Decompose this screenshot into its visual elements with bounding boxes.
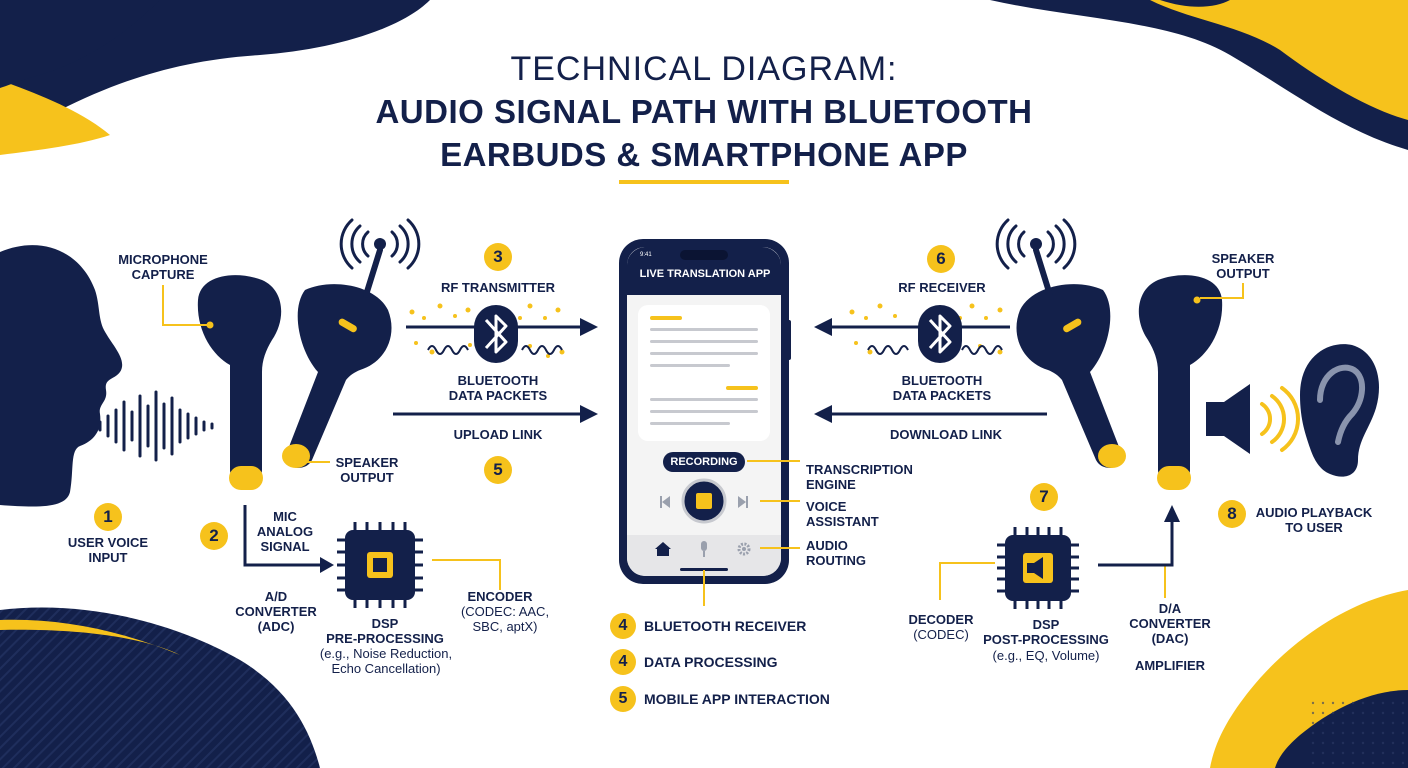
legend-item-data-processing: 4 DATA PROCESSING bbox=[610, 649, 778, 675]
play-next-icon bbox=[738, 496, 748, 508]
play-prev-icon bbox=[660, 496, 670, 508]
legend-item-bluetooth-receiver: 4 BLUETOOTH RECEIVER bbox=[610, 613, 806, 639]
mic-icon bbox=[701, 541, 707, 557]
badge-3: 3 bbox=[484, 243, 512, 271]
ear-icon bbox=[1300, 344, 1379, 477]
audio-playback-label: AUDIO PLAYBACK TO USER bbox=[1255, 505, 1373, 535]
bluetooth-icon bbox=[918, 305, 962, 363]
download-link-arrow bbox=[814, 405, 1047, 423]
mic-analog-signal-label: MIC ANALOG SIGNAL bbox=[256, 509, 314, 554]
dac-output-arrow bbox=[1098, 505, 1180, 567]
recording-button[interactable]: RECORDING bbox=[663, 452, 745, 472]
leader-lines-left bbox=[162, 285, 501, 590]
dsp-post-processing-label: DSP POST-PROCESSING bbox=[983, 617, 1109, 647]
legend-badge: 5 bbox=[610, 686, 636, 712]
app-title: LIVE TRANSLATION APP bbox=[639, 268, 771, 280]
badge-2: 2 bbox=[200, 522, 228, 550]
user-voice-input-label: USER VOICE INPUT bbox=[67, 535, 149, 565]
rf-receiver-label: RF RECEIVER bbox=[898, 280, 986, 295]
amplifier-label: AMPLIFIER bbox=[1134, 658, 1206, 673]
bluetooth-icon bbox=[474, 305, 518, 363]
earbud-icon bbox=[282, 218, 421, 468]
gear-icon bbox=[737, 542, 751, 556]
title-line-1: TECHNICAL DIAGRAM: bbox=[510, 50, 898, 88]
upload-link-arrow bbox=[393, 405, 598, 423]
legend-label: DATA PROCESSING bbox=[644, 654, 778, 670]
leader-lines-phone bbox=[703, 460, 800, 606]
rf-transmitter-label: RF TRANSMITTER bbox=[440, 280, 556, 295]
legend-label: BLUETOOTH RECEIVER bbox=[644, 618, 807, 634]
title-underline bbox=[619, 180, 789, 184]
microphone-capture-label: MICROPHONE CAPTURE bbox=[118, 252, 208, 282]
encoder-detail: (CODEC: AAC, SBC, aptX) bbox=[460, 604, 550, 634]
decoder-label: DECODER bbox=[908, 612, 974, 627]
legend-label: MOBILE APP INTERACTION bbox=[644, 691, 830, 707]
download-bluetooth-packets bbox=[814, 303, 1010, 363]
earbud-icon bbox=[1138, 275, 1223, 490]
legend-item-mobile-app-interaction: 5 MOBILE APP INTERACTION bbox=[610, 686, 830, 712]
decor-top-left bbox=[0, 0, 430, 155]
head-silhouette-icon bbox=[0, 245, 123, 507]
audio-routing-label: AUDIO ROUTING bbox=[806, 538, 866, 568]
phone-time: 9:41 bbox=[640, 252, 652, 258]
voice-waveform-icon bbox=[98, 390, 214, 462]
decor-bottom-right bbox=[1210, 590, 1408, 768]
speaker-icon bbox=[1206, 384, 1300, 454]
title-line-2: AUDIO SIGNAL PATH WITH BLUETOOTH bbox=[375, 93, 1033, 130]
badge-1: 1 bbox=[94, 503, 122, 531]
bluetooth-data-packets-label-right: BLUETOOTH DATA PACKETS bbox=[892, 373, 992, 403]
title-line-3: EARBUDS & SMARTPHONE APP bbox=[440, 136, 968, 173]
stop-icon bbox=[681, 478, 727, 524]
bluetooth-data-packets-label-left: BLUETOOTH DATA PACKETS bbox=[448, 373, 548, 403]
chip-icon bbox=[997, 527, 1079, 609]
earbud-icon bbox=[197, 275, 282, 490]
analog-signal-arrow bbox=[243, 505, 334, 573]
decor-top-right bbox=[990, 0, 1408, 150]
dsp-post-processing-detail: (e.g., EQ, Volume) bbox=[992, 648, 1100, 663]
transcription-engine-label: TRANSCRIPTION ENGINE bbox=[806, 462, 913, 492]
da-converter-label: D/A CONVERTER (DAC) bbox=[1129, 601, 1211, 646]
upload-link-label: UPLOAD LINK bbox=[453, 427, 543, 442]
encoder-label: ENCODER bbox=[467, 589, 533, 604]
upload-bluetooth-packets bbox=[406, 303, 598, 363]
speaker-output-label-left: SPEAKER OUTPUT bbox=[335, 455, 399, 485]
dsp-pre-processing-label: DSP PRE-PROCESSING bbox=[326, 616, 444, 646]
legend-badge: 4 bbox=[610, 649, 636, 675]
leader-lines-right bbox=[939, 283, 1244, 600]
smartphone-icon bbox=[619, 239, 791, 584]
decoder-detail: (CODEC) bbox=[913, 627, 969, 642]
legend-badge: 4 bbox=[610, 613, 636, 639]
download-link-label: DOWNLOAD LINK bbox=[890, 427, 1002, 442]
dsp-pre-processing-detail: (e.g., Noise Reduction, Echo Cancellatio… bbox=[319, 646, 453, 676]
badge-6: 6 bbox=[927, 245, 955, 273]
chip-icon bbox=[337, 522, 423, 608]
speaker-output-label-right: SPEAKER OUTPUT bbox=[1211, 251, 1275, 281]
badge-8: 8 bbox=[1218, 500, 1246, 528]
home-icon bbox=[655, 542, 671, 556]
badge-5: 5 bbox=[484, 456, 512, 484]
badge-7: 7 bbox=[1030, 483, 1058, 511]
ad-converter-label: A/D CONVERTER (ADC) bbox=[235, 589, 317, 634]
decor-bottom-left bbox=[0, 607, 320, 768]
voice-assistant-label: VOICE ASSISTANT bbox=[806, 499, 879, 529]
earbud-icon bbox=[995, 218, 1126, 468]
